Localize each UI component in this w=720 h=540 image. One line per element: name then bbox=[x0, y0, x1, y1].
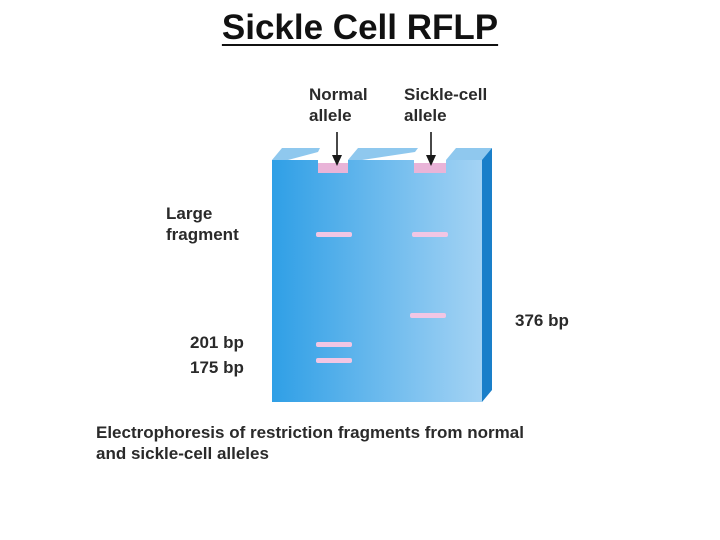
well-sickle bbox=[414, 163, 446, 173]
well-normal bbox=[318, 163, 348, 173]
label-large-fragment: Large fragment bbox=[166, 203, 239, 245]
lane-label-sickle-line2: allele bbox=[404, 106, 447, 125]
figure-caption: Electrophoresis of restriction fragments… bbox=[96, 422, 616, 464]
lane-label-normal-line1: Normal bbox=[309, 85, 368, 104]
band-normal-201 bbox=[316, 342, 352, 347]
gel-top-face-right bbox=[446, 148, 492, 160]
label-175-bp: 175 bp bbox=[190, 358, 244, 377]
lane-label-sickle-line1: Sickle-cell bbox=[404, 85, 488, 104]
slide-title: Sickle Cell RFLP bbox=[221, 8, 499, 47]
caption-line1: Electrophoresis of restriction fragments… bbox=[96, 423, 524, 442]
band-sickle-large bbox=[412, 232, 448, 237]
lane-label-normal: Normal allele bbox=[309, 84, 368, 126]
gel-side-face bbox=[482, 148, 492, 402]
gel-top-face-mid bbox=[348, 148, 418, 160]
label-201-bp: 201 bp bbox=[190, 333, 244, 352]
band-sickle-376 bbox=[410, 313, 446, 318]
label-376-bp: 376 bp bbox=[515, 311, 569, 330]
band-normal-large bbox=[316, 232, 352, 237]
caption-line2: and sickle-cell alleles bbox=[96, 444, 269, 463]
gel-top-face bbox=[272, 148, 320, 160]
label-large-line2: fragment bbox=[166, 225, 239, 244]
arrow-sickle-head bbox=[426, 155, 436, 166]
lane-label-normal-line2: allele bbox=[309, 106, 352, 125]
band-normal-175 bbox=[316, 358, 352, 363]
gel-front-face bbox=[272, 160, 482, 402]
lane-label-sickle: Sickle-cell allele bbox=[404, 84, 487, 126]
arrow-normal-head bbox=[332, 155, 342, 166]
label-large-line1: Large bbox=[166, 204, 213, 223]
